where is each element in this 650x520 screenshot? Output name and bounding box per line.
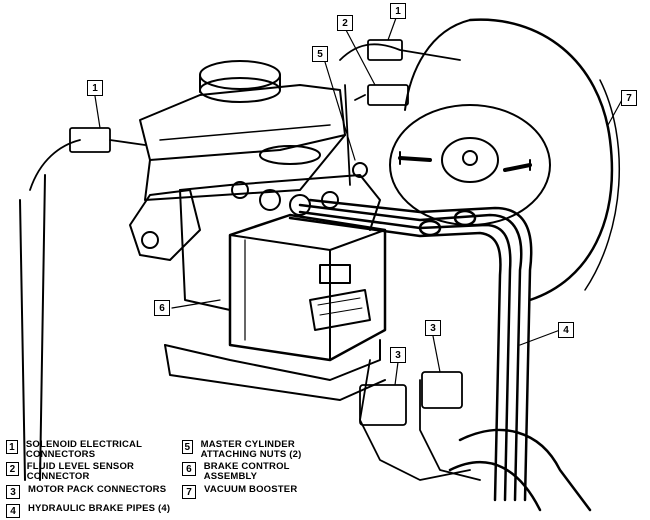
callout-3-left: 3 <box>390 347 406 363</box>
callout-number: 5 <box>317 48 323 60</box>
callout-number: 3 <box>430 322 436 334</box>
callout-5: 5 <box>312 46 328 62</box>
vacuum-booster <box>389 18 621 302</box>
callout-1-left: 1 <box>87 80 103 96</box>
callout-1-top: 1 <box>390 3 406 19</box>
callout-6: 6 <box>154 300 170 316</box>
callout-7: 7 <box>621 90 637 106</box>
callout-4: 4 <box>558 322 574 338</box>
callout-number: 7 <box>626 92 632 104</box>
brake-control-assembly <box>164 213 387 401</box>
fluid-reservoir <box>139 60 346 201</box>
hydraulic-brake-pipes <box>288 198 533 502</box>
callout-2: 2 <box>337 15 353 31</box>
master-cylinder <box>129 162 381 311</box>
callout-number: 4 <box>563 324 569 336</box>
callout-leaders <box>94 17 624 386</box>
callout-number: 1 <box>92 82 98 94</box>
callout-3-right: 3 <box>425 320 441 336</box>
callout-number: 6 <box>159 302 165 314</box>
callout-number: 1 <box>395 5 401 17</box>
wiring-harness <box>19 39 592 512</box>
callout-number: 3 <box>395 349 401 361</box>
callout-number: 2 <box>342 17 348 29</box>
